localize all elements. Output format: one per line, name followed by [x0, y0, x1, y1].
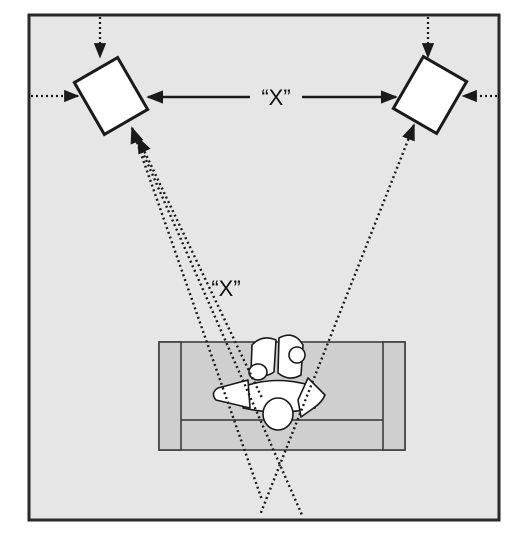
- speaker-distance-label: “X”: [261, 85, 290, 110]
- listener-left-hand: [248, 363, 268, 381]
- listener-shoulders: [242, 379, 316, 413]
- left-speaker: [72, 55, 150, 137]
- listener-right-hand: [288, 346, 306, 364]
- listener-right-arm: [297, 377, 326, 418]
- wall-distance-arrows: [31, 17, 497, 103]
- listener-head: [262, 397, 294, 431]
- listener: [212, 334, 326, 431]
- listener-left-arm: [212, 379, 251, 409]
- sofa-arm-left: [158, 341, 182, 451]
- left-speaker-cabinet: [72, 55, 150, 137]
- listening-distance-line: [136, 136, 264, 399]
- right-speaker: [391, 54, 469, 136]
- sofa-arm-right: [382, 341, 406, 451]
- right-speaker-cabinet: [391, 54, 469, 136]
- sight-line-left-inner: [130, 126, 264, 501]
- listening-distance-label: “X”: [211, 276, 240, 301]
- sight-line-left-outer: [130, 127, 304, 516]
- sight-lines: [130, 123, 416, 516]
